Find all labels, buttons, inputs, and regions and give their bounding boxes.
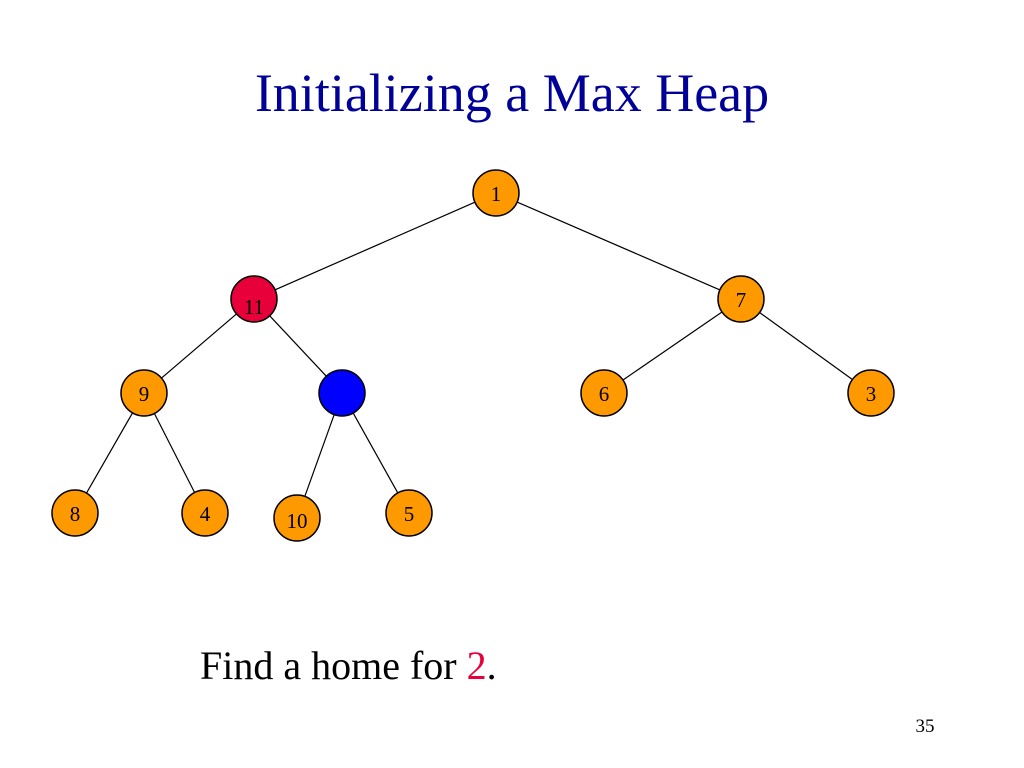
tree-edge — [161, 313, 237, 379]
edges-layer — [85, 201, 853, 497]
heap-node: 1 — [472, 169, 520, 217]
page-number: 35 — [915, 716, 935, 737]
tree-edge — [759, 312, 853, 380]
heap-node-circle — [181, 489, 229, 537]
heap-node: 11 — [230, 275, 278, 323]
tree-edge — [516, 201, 721, 291]
tree-edge — [304, 414, 335, 497]
heap-node-circle — [847, 369, 895, 417]
heap-node-circle — [385, 489, 433, 537]
slide-title: Initializing a Max Heap — [254, 63, 770, 123]
heap-node-circle — [717, 275, 765, 323]
heap-node-label: 7 — [736, 288, 747, 312]
heap-node: 7 — [717, 275, 765, 323]
heap-node-circle — [51, 489, 99, 537]
heap-node: 6 — [580, 369, 628, 417]
tree-edge — [153, 413, 196, 493]
heap-node-circle — [580, 369, 628, 417]
heap-node-label: 9 — [139, 382, 150, 406]
tree-edge — [622, 311, 723, 381]
heap-node-label: 1 — [491, 182, 502, 206]
heap-node-label: 6 — [599, 382, 610, 406]
heap-node-label: 3 — [866, 382, 877, 406]
heap-node: 9 — [120, 369, 168, 417]
heap-node-label: 11 — [244, 295, 264, 319]
caption-text: Find a home for — [200, 643, 467, 688]
tree-edge — [85, 412, 134, 494]
heap-node-circle — [120, 369, 168, 417]
heap-node-circle — [273, 494, 321, 542]
heap-node-circle — [318, 369, 366, 417]
heap-node-label: 10 — [287, 509, 308, 533]
heap-node-circle — [472, 169, 520, 217]
tree-edge — [352, 412, 399, 494]
heap-node: 4 — [181, 489, 229, 537]
heap-node-label: 8 — [70, 502, 81, 526]
caption-suffix: . — [486, 643, 497, 688]
heap-node: 10 — [273, 494, 321, 542]
heap-node-label: 5 — [404, 502, 415, 526]
tree-edge — [269, 315, 327, 377]
tree-edge — [274, 201, 476, 291]
heap-node: 5 — [385, 489, 433, 537]
heap-node-circle — [230, 275, 278, 323]
heap-node: 8 — [51, 489, 99, 537]
heap-node: 3 — [847, 369, 895, 417]
caption-highlight-value: 2 — [466, 643, 487, 688]
heap-node-label: 4 — [200, 502, 211, 526]
heap-node — [318, 369, 366, 417]
caption: Find a home for 2. — [200, 640, 497, 692]
